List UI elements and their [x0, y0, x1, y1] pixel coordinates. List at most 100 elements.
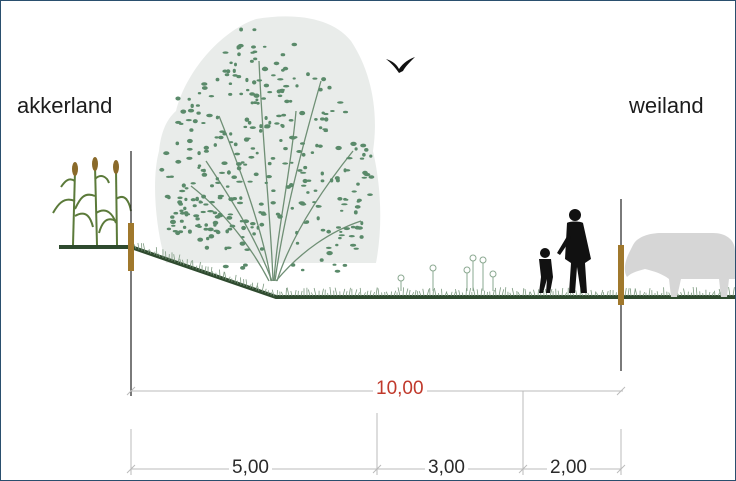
- grass-blade: [234, 274, 237, 283]
- leaf: [277, 94, 283, 98]
- leaf: [237, 52, 241, 57]
- leaf: [342, 110, 349, 114]
- grass-blade: [222, 271, 225, 279]
- leaf: [232, 197, 238, 201]
- leaf: [301, 184, 307, 187]
- grass-blade: [446, 291, 449, 297]
- leaf: [279, 88, 286, 91]
- leaf: [197, 164, 202, 168]
- leaf: [190, 103, 194, 108]
- grass-blade: [219, 269, 221, 278]
- leaf: [206, 236, 210, 241]
- leaf: [353, 210, 358, 215]
- leaf: [243, 163, 248, 166]
- leaf: [351, 190, 357, 193]
- leaf: [277, 214, 283, 219]
- leaf: [201, 172, 208, 177]
- leaf: [192, 119, 198, 124]
- grass-blade: [522, 288, 525, 297]
- grass-blade: [321, 288, 324, 297]
- leaf: [329, 178, 334, 183]
- grass-blade: [728, 287, 731, 297]
- leaf: [264, 126, 270, 129]
- leaf: [362, 152, 366, 157]
- leaf: [222, 264, 229, 269]
- grass-blade: [177, 254, 181, 264]
- grass-blade: [590, 289, 593, 297]
- grass-blade: [366, 290, 369, 297]
- leaf: [217, 196, 223, 200]
- leaf: [202, 168, 206, 173]
- leaf: [195, 104, 200, 107]
- grass-blade: [480, 288, 483, 297]
- grass-blade: [660, 292, 663, 297]
- leaf: [356, 200, 360, 203]
- leaf: [163, 151, 170, 156]
- leaf: [215, 115, 219, 120]
- leaf: [201, 86, 208, 90]
- grass-blade: [354, 289, 358, 297]
- leaf: [337, 197, 343, 201]
- grass-blade: [594, 291, 597, 297]
- grass-blade: [509, 292, 512, 297]
- leaf: [197, 151, 201, 156]
- leaf: [261, 97, 267, 100]
- leaf: [281, 124, 285, 128]
- leaf: [232, 74, 238, 77]
- leaf: [222, 51, 229, 54]
- leaf: [284, 99, 290, 104]
- leaf: [281, 68, 285, 72]
- leaf: [364, 148, 369, 152]
- leaf: [271, 189, 276, 192]
- grass-blade: [153, 251, 156, 256]
- grass-blade: [249, 284, 252, 289]
- leaf: [234, 62, 237, 67]
- leaf: [281, 113, 287, 117]
- grass-blade: [692, 286, 695, 297]
- leaf: [320, 179, 325, 183]
- leaf: [360, 143, 367, 148]
- grass-blade: [329, 286, 332, 297]
- leaf: [356, 182, 360, 186]
- leaf: [317, 144, 323, 148]
- leaf: [256, 79, 263, 82]
- leaf: [296, 150, 303, 153]
- cow-silhouette: [624, 233, 735, 297]
- leaf: [250, 147, 256, 150]
- leaf: [290, 136, 296, 140]
- grass-blade: [732, 287, 735, 297]
- corn-tassels: [72, 157, 119, 176]
- grass-blade: [165, 251, 167, 260]
- grass-blade: [483, 290, 486, 297]
- leaf: [229, 224, 236, 228]
- grass-blade: [648, 288, 651, 297]
- leaf: [187, 108, 195, 113]
- leaf: [252, 28, 257, 32]
- grass-blade: [633, 288, 636, 297]
- leaf: [369, 154, 373, 158]
- leaf: [326, 251, 333, 256]
- leaf: [221, 161, 228, 165]
- leaf: [312, 201, 317, 204]
- leaf: [203, 227, 209, 231]
- leaf: [335, 145, 342, 151]
- leaf: [299, 171, 307, 174]
- grass-blade: [455, 289, 458, 297]
- grass-blade: [564, 292, 568, 297]
- leaf: [183, 206, 187, 211]
- leaf: [314, 118, 318, 121]
- leaf: [332, 263, 337, 266]
- leaf: [320, 117, 325, 121]
- leaf: [178, 230, 184, 234]
- leaf: [247, 180, 253, 183]
- leaf: [255, 151, 259, 155]
- grass-blade: [495, 287, 497, 297]
- grass-blade: [668, 292, 671, 297]
- grass-blade: [137, 242, 140, 250]
- leaf: [274, 122, 280, 125]
- grass-blade: [501, 289, 505, 297]
- corn-field: [52, 165, 132, 246]
- leaf: [222, 132, 227, 136]
- grass-blade: [357, 292, 360, 297]
